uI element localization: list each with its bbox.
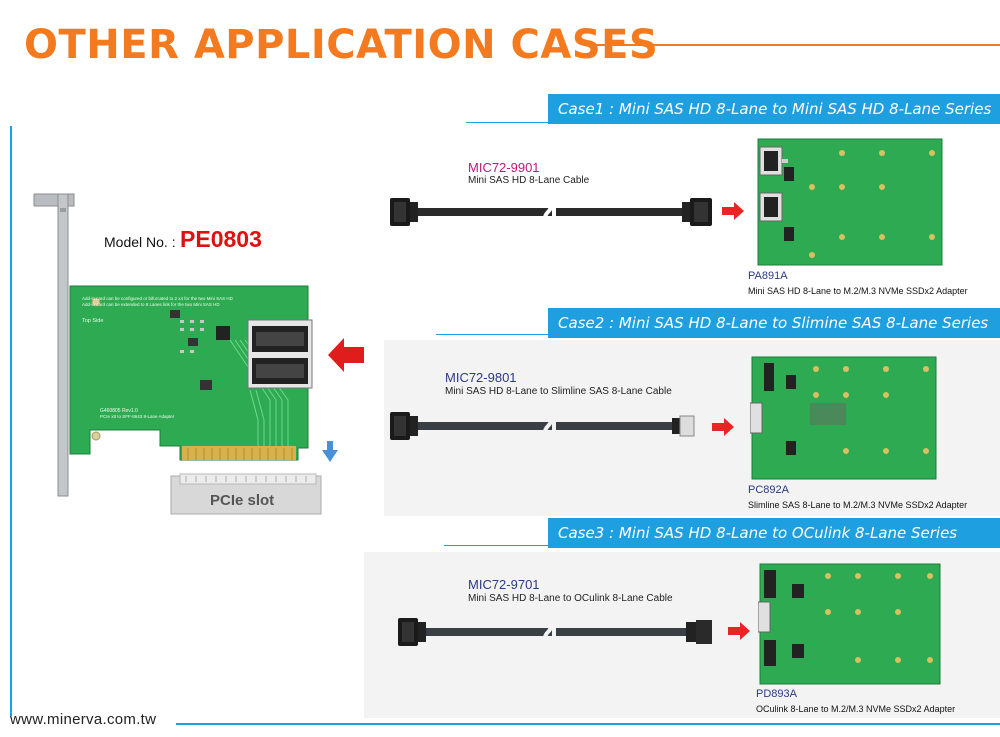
case2-line <box>436 334 548 335</box>
case3-adapter-code: PD893A <box>756 688 797 700</box>
case1-red-arrow-icon <box>722 202 744 220</box>
model-code: PE0803 <box>180 226 262 252</box>
case2-cable-image <box>390 412 695 440</box>
silk-revision: G460805 Rev1.0 <box>100 408 138 414</box>
case1-title-bar: Case1 : Mini SAS HD 8-Lane to Mini SAS H… <box>548 94 1000 124</box>
title-divider <box>594 44 1000 46</box>
case1-adapter-image <box>757 138 943 266</box>
case1-cable-image <box>390 198 712 226</box>
case2-title-bar: Case2 : Mini SAS HD 8-Lane to Slimine SA… <box>548 308 1000 338</box>
case2-adapter-code: PC892A <box>748 484 789 496</box>
pcie-slot-label: PCIe slot <box>210 492 275 509</box>
case2-cable-desc: Mini SAS HD 8-Lane to Slimline SAS 8-Lan… <box>445 386 672 397</box>
case1-line <box>466 122 548 123</box>
red-left-arrow-icon <box>328 338 364 372</box>
case1-adapter-code: PA891A <box>748 270 788 282</box>
case2-cable-code: MIC72-9801 <box>445 370 517 385</box>
case3-adapter-desc: OCulink 8-Lane to M.2/M.3 NVMe SSDx2 Ada… <box>756 704 956 714</box>
silk-description: PCIe x8 to SFF-8643 8-Lane Adapter <box>100 414 175 419</box>
case2-red-arrow-icon <box>712 418 734 436</box>
case1-cable-desc: Mini SAS HD 8-Lane Cable <box>468 175 590 186</box>
case1-cable-code: MIC72-9901 <box>468 160 540 175</box>
case3-cable-image <box>398 618 712 646</box>
case3-cable-code: MIC72-9701 <box>468 577 540 592</box>
pe0803-card-image: Add-in card can be configured or bifurca… <box>33 193 313 497</box>
silk-text-1: Add-in card can be configured or bifurca… <box>82 296 234 301</box>
case2-adapter-desc: Slimline SAS 8-Lane to M.2/M.3 NVMe SSDx… <box>748 500 968 510</box>
case2-adapter-image <box>750 356 937 480</box>
model-label: Model No. : <box>104 234 176 250</box>
model-number: Model No. : PE0803 <box>104 226 262 253</box>
case3-line <box>444 545 548 546</box>
frame-bottom-rule <box>176 723 1000 725</box>
silk-top-side: Top Side <box>82 318 103 324</box>
case1-adapter-desc: Mini SAS HD 8-Lane to M.2/M.3 NVMe SSDx2… <box>748 286 968 296</box>
silk-text-2: Add-in card can be extended to 8 Lanes l… <box>82 302 220 307</box>
insert-down-arrow-icon <box>322 450 338 462</box>
case3-cable-desc: Mini SAS HD 8-Lane to OCulink 8-Lane Cab… <box>468 593 673 604</box>
page-title: OTHER APPLICATION CASES <box>24 22 659 68</box>
pcie-slot-image <box>170 473 322 515</box>
insert-arrow-stem <box>327 441 333 451</box>
website-link[interactable]: www.minerva.com.tw <box>10 711 157 728</box>
case3-adapter-image <box>758 563 941 685</box>
case3-red-arrow-icon <box>728 622 750 640</box>
case3-title-bar: Case3 : Mini SAS HD 8-Lane to OCulink 8-… <box>548 518 1000 548</box>
frame-left-rule <box>10 126 12 716</box>
